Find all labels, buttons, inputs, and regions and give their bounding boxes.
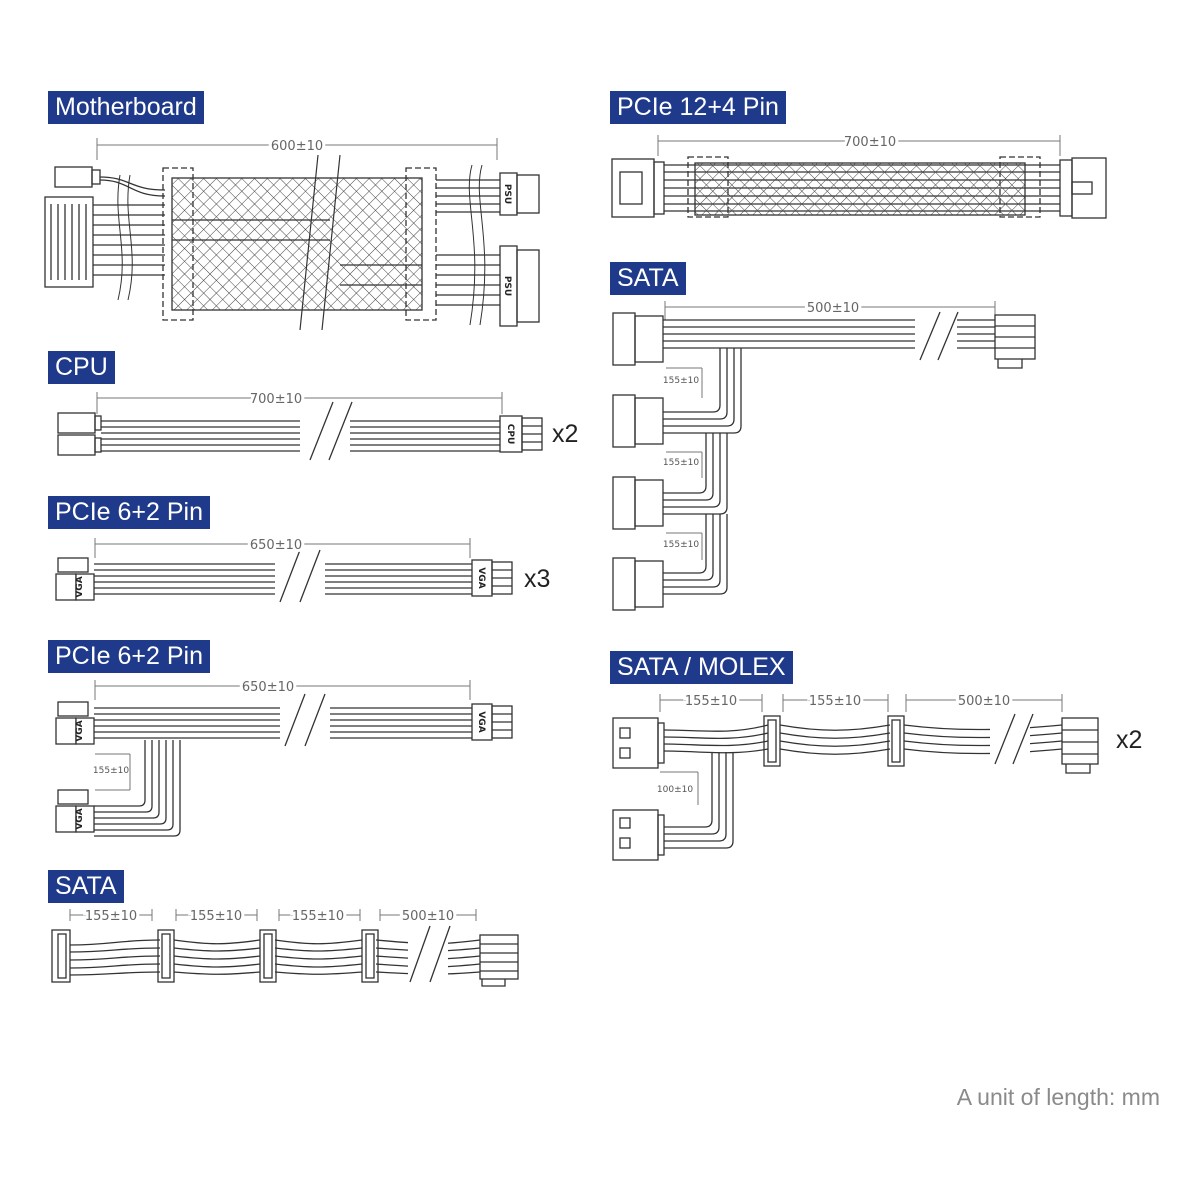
cpu-connector-label: CPU — [505, 424, 515, 445]
unit-note: A unit of length: mm — [956, 1084, 1160, 1110]
title-pcie-6-2-a: PCIe 6+2 Pin — [48, 496, 211, 529]
title-motherboard: Motherboard — [48, 91, 204, 124]
sata-molex-cable — [612, 694, 1099, 861]
sata-molex-multiplier: x2 — [1116, 726, 1143, 754]
sata-tree-cable — [612, 301, 1036, 611]
title-cpu: CPU — [48, 351, 115, 384]
vga-label-a-left: VGA — [75, 576, 85, 597]
pcie-12-length: 700±10 — [844, 135, 896, 150]
sata-molex-branch: 100±10 — [657, 785, 693, 795]
sata-molex-seg-2: 155±10 — [809, 694, 861, 709]
sata-row-cable — [51, 909, 519, 987]
pcie-12-4-cable — [611, 135, 1107, 219]
cpu-length: 700±10 — [250, 392, 302, 407]
pcie-a-length: 650±10 — [250, 538, 302, 553]
title-sata-tree: SATA — [610, 262, 686, 295]
vga-label-b-right: VGA — [476, 711, 486, 732]
motherboard-cable — [44, 138, 540, 331]
sata-tree-length: 500±10 — [807, 301, 859, 316]
cpu-multiplier: x2 — [552, 420, 579, 448]
pcie-b-branch-length: 155±10 — [93, 766, 129, 776]
pcie-6-2-a-cable — [55, 538, 513, 603]
vga-label-b-left: VGA — [75, 720, 85, 741]
sata-tree-branch-2: 155±10 — [663, 458, 699, 468]
cpu-cable — [57, 392, 543, 461]
sata-row-seg-4: 500±10 — [402, 909, 454, 924]
title-sata-row: SATA — [48, 870, 124, 903]
title-pcie-12-4: PCIe 12+4 Pin — [610, 91, 786, 124]
psu-label-2: PSU — [502, 276, 512, 296]
sata-tree-branch-3: 155±10 — [663, 540, 699, 550]
sata-row-seg-3: 155±10 — [292, 909, 344, 924]
psu-label-1: PSU — [502, 184, 512, 204]
vga-label-a-right: VGA — [476, 567, 486, 588]
title-sata-molex: SATA / MOLEX — [610, 651, 793, 684]
pcie-b-length: 650±10 — [242, 680, 294, 695]
vga-label-b-branch: VGA — [75, 808, 85, 829]
pcie-a-multiplier: x3 — [524, 565, 551, 593]
sata-row-seg-2: 155±10 — [190, 909, 242, 924]
motherboard-length: 600±10 — [271, 139, 323, 154]
sata-tree-branch-1: 155±10 — [663, 376, 699, 386]
sata-molex-seg-1: 155±10 — [685, 694, 737, 709]
title-pcie-6-2-b: PCIe 6+2 Pin — [48, 640, 211, 673]
sata-molex-seg-3: 500±10 — [958, 694, 1010, 709]
sata-row-seg-1: 155±10 — [85, 909, 137, 924]
pcie-6-2-b-cable — [55, 680, 513, 837]
